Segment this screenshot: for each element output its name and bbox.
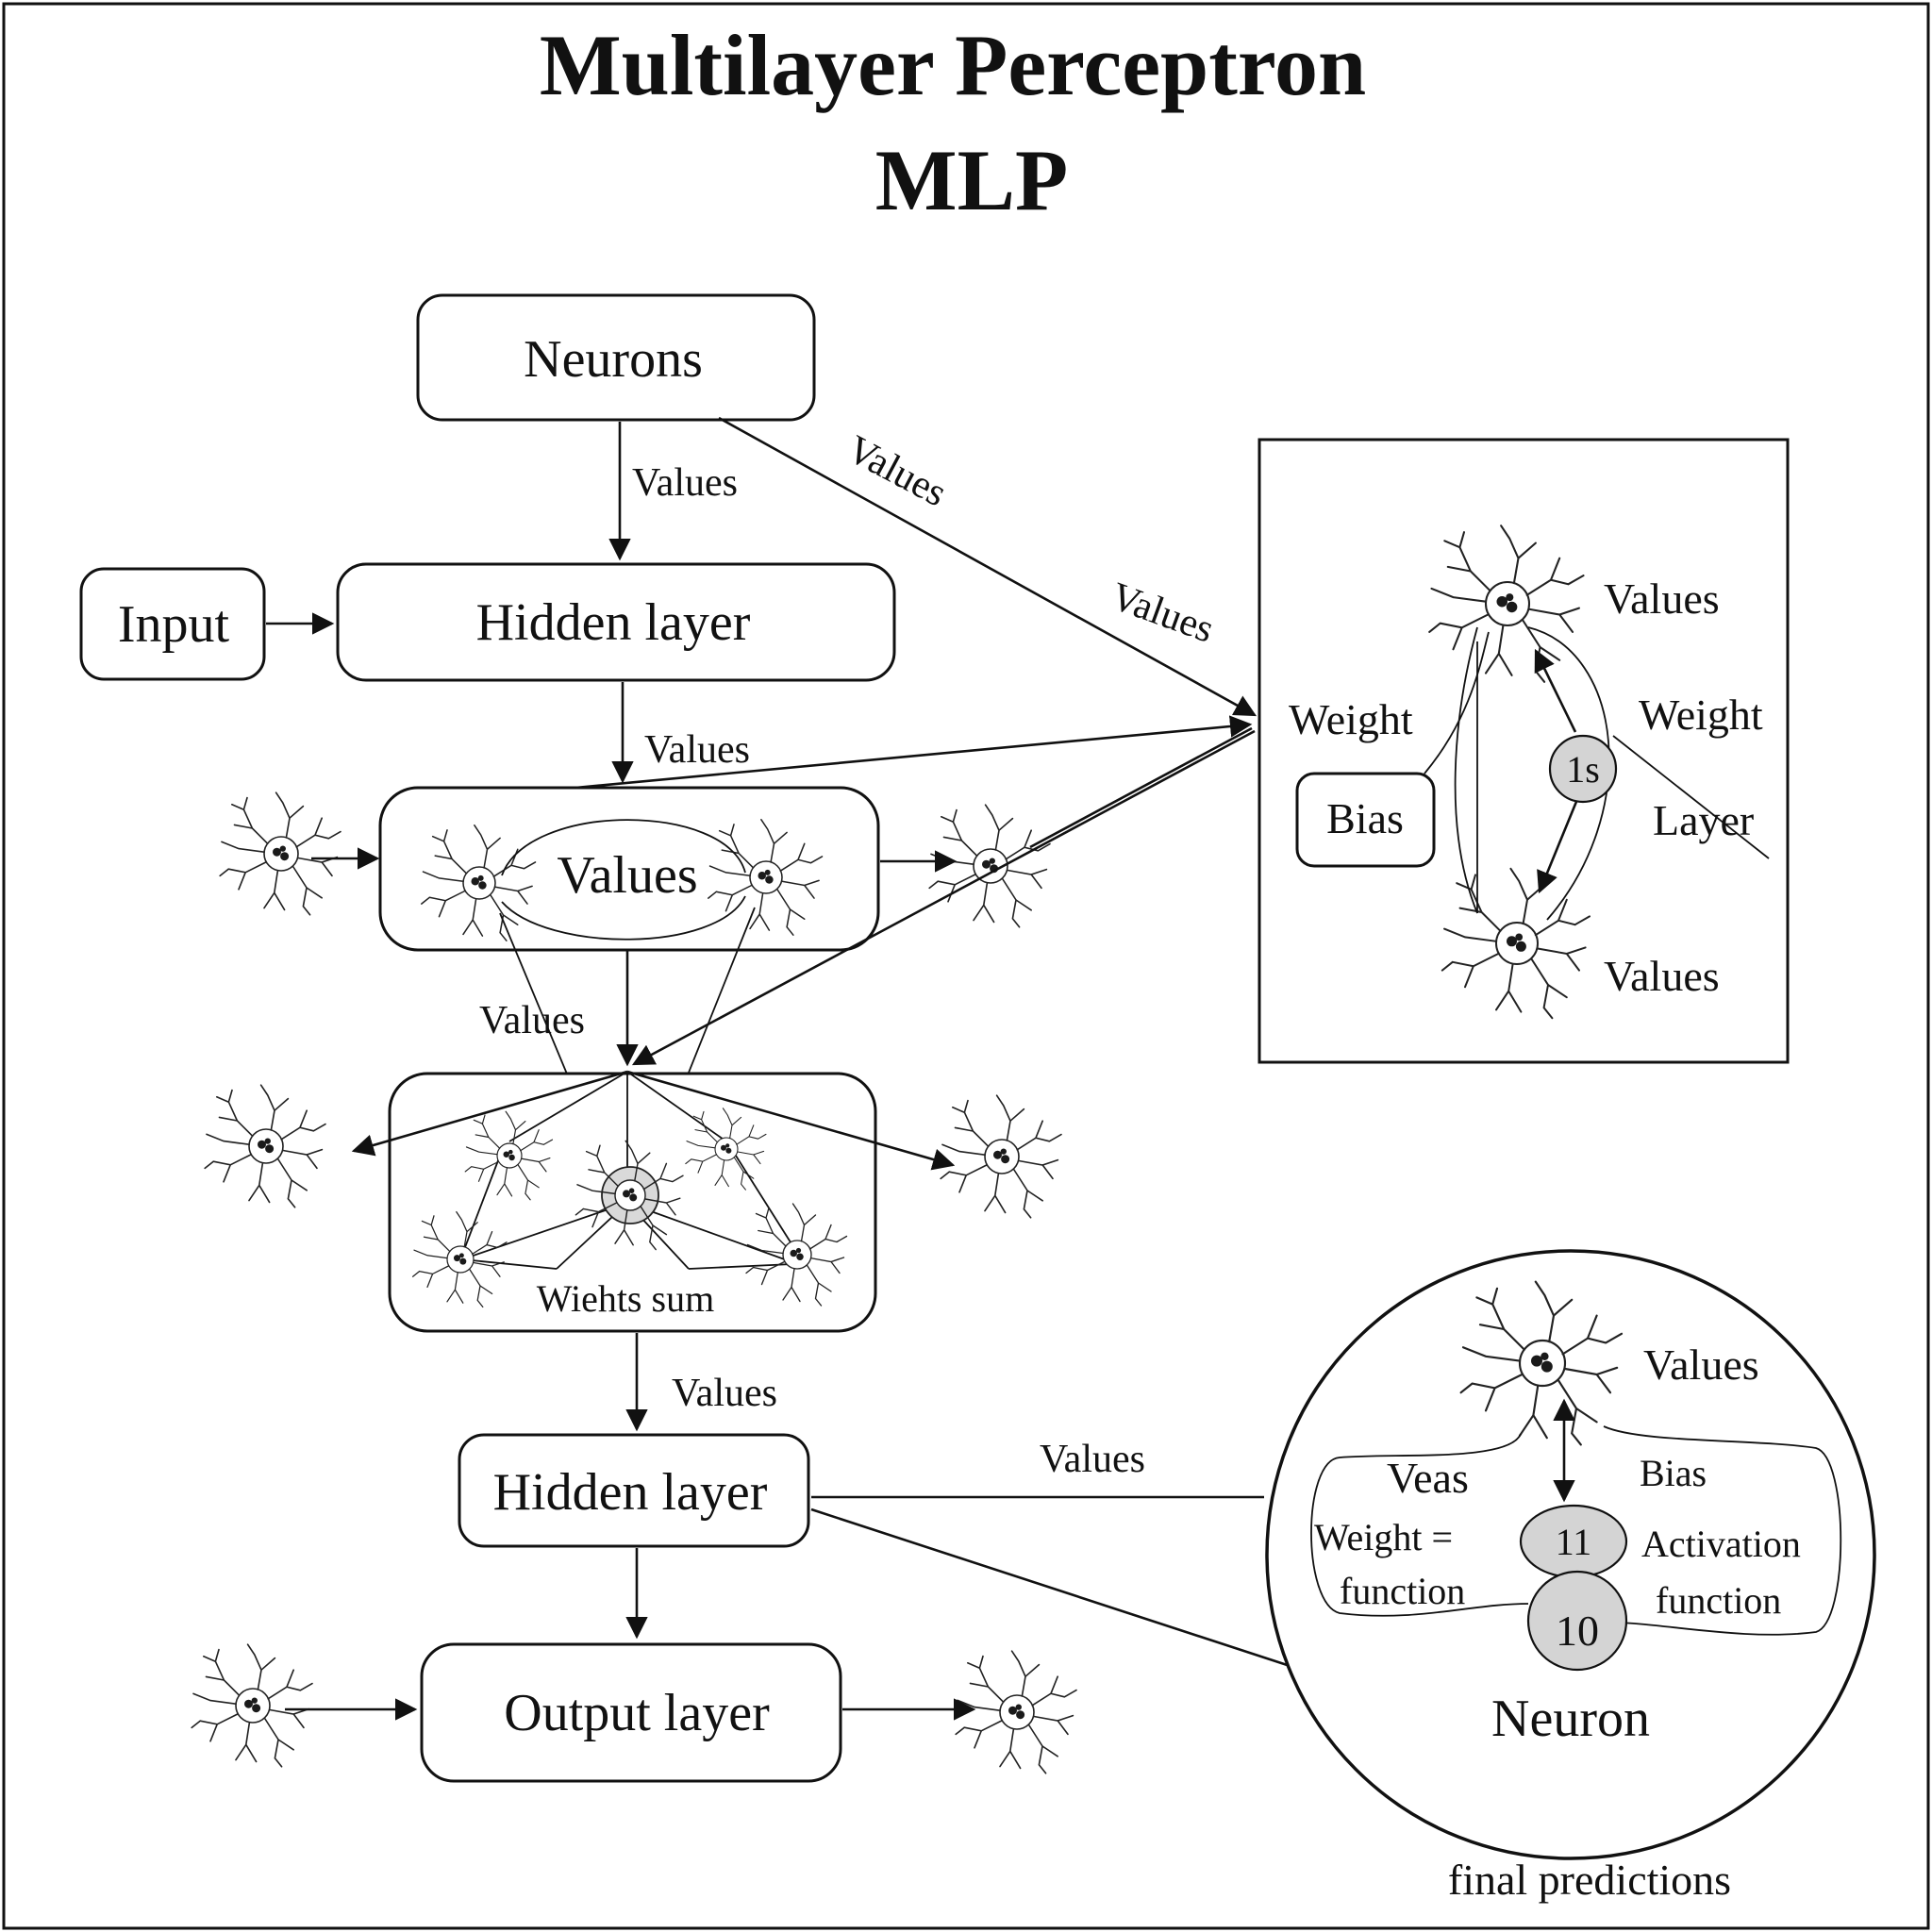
neuron-icon [191, 1643, 313, 1768]
edge-panel-to-sum [631, 729, 1256, 1066]
edge-sum-to-right-neuron [626, 1070, 956, 1171]
panel-layer-label: Layer [1653, 796, 1754, 844]
neuron-function-right-label: function [1656, 1579, 1781, 1622]
final-predictions-label: final predictions [1448, 1856, 1731, 1904]
neuron-veas-label: Veas [1387, 1454, 1469, 1502]
hidden-layer-1-box [336, 562, 896, 682]
edge-label-neurons-diag-1: Values [840, 427, 953, 515]
panel-axon-right [1527, 626, 1610, 921]
panel-weight-line [1424, 631, 1490, 774]
panel-layer-line [1612, 735, 1770, 859]
neuron-activation-label: Activation [1641, 1523, 1801, 1565]
hidden-layer-2-label: Hidden layer [493, 1463, 768, 1522]
neurons-box [416, 293, 816, 422]
panel-bias-box [1295, 772, 1436, 868]
panel-arrow-up [1534, 648, 1577, 733]
hidden-layer-1-label: Hidden layer [476, 593, 751, 652]
neuron-values-label: Values [1643, 1341, 1759, 1389]
values-box-curve-top [501, 819, 746, 876]
input-box [79, 567, 266, 681]
edge-values-to-panel [575, 715, 1253, 790]
panel-bias-label: Bias [1326, 794, 1404, 842]
panel-values-top: Values [1604, 575, 1720, 623]
edge-sum-to-left-neuron [351, 1070, 628, 1157]
title-line-2: MLP [875, 132, 1068, 228]
neuron-icon [955, 1650, 1077, 1774]
edge-label-hidden2-to-neuron: Values [1040, 1438, 1145, 1481]
hidden-layer-2-box [458, 1433, 810, 1548]
title-line-1: Multilayer Perceptron [540, 17, 1366, 113]
panel-weight-right: Weight [1639, 691, 1763, 739]
neuron-right-bracket [1603, 1425, 1842, 1636]
neuron-weight-eq-label: Weight = [1314, 1516, 1453, 1558]
neuron-node-bottom [1526, 1570, 1628, 1672]
input-box-label: Input [118, 595, 230, 654]
neuron-icon [204, 1084, 326, 1208]
panel-arrow-down [1537, 791, 1582, 894]
neuron-node-top-label: 11 [1556, 1521, 1592, 1563]
output-layer-box [420, 1642, 842, 1783]
edge-label-sum-to-hidden2: Values [672, 1372, 777, 1415]
edge-label-hidden-to-values: Values [644, 728, 750, 772]
neuron-function-left-label: function [1340, 1570, 1465, 1612]
panel-weight-left: Weight [1289, 695, 1413, 743]
panel-values-bottom: Values [1604, 952, 1720, 1000]
neuron-icon [219, 791, 341, 916]
neuron-icon [928, 804, 1051, 928]
neuron-left-bracket [1310, 1433, 1529, 1617]
weights-sum-label: Wiehts sum [537, 1277, 714, 1320]
neurons-box-label: Neurons [524, 330, 703, 389]
neuron-caption: Neuron [1491, 1690, 1650, 1748]
edge-label-neurons-to-hidden: Values [632, 461, 738, 505]
output-layer-label: Output layer [504, 1684, 770, 1742]
values-box-label: Values [557, 846, 697, 905]
panel-node [1548, 734, 1618, 804]
edge-neurons-to-panel [718, 416, 1257, 717]
neuron-icon [940, 1094, 1062, 1219]
panel-axon-left [1454, 626, 1478, 914]
panel-node-label: 1s [1566, 748, 1600, 791]
edge-label-values-to-sum: Values [479, 999, 585, 1042]
edge-hidden2-to-neuron-circle-lower [810, 1507, 1320, 1677]
neuron-bias-label: Bias [1640, 1452, 1707, 1494]
edge-label-neurons-diag-2: Values [1106, 575, 1220, 652]
values-box-curve-bottom [501, 895, 746, 941]
edge-neuron-to-panel [1029, 726, 1253, 849]
neuron-node-bottom-label: 10 [1556, 1607, 1599, 1655]
